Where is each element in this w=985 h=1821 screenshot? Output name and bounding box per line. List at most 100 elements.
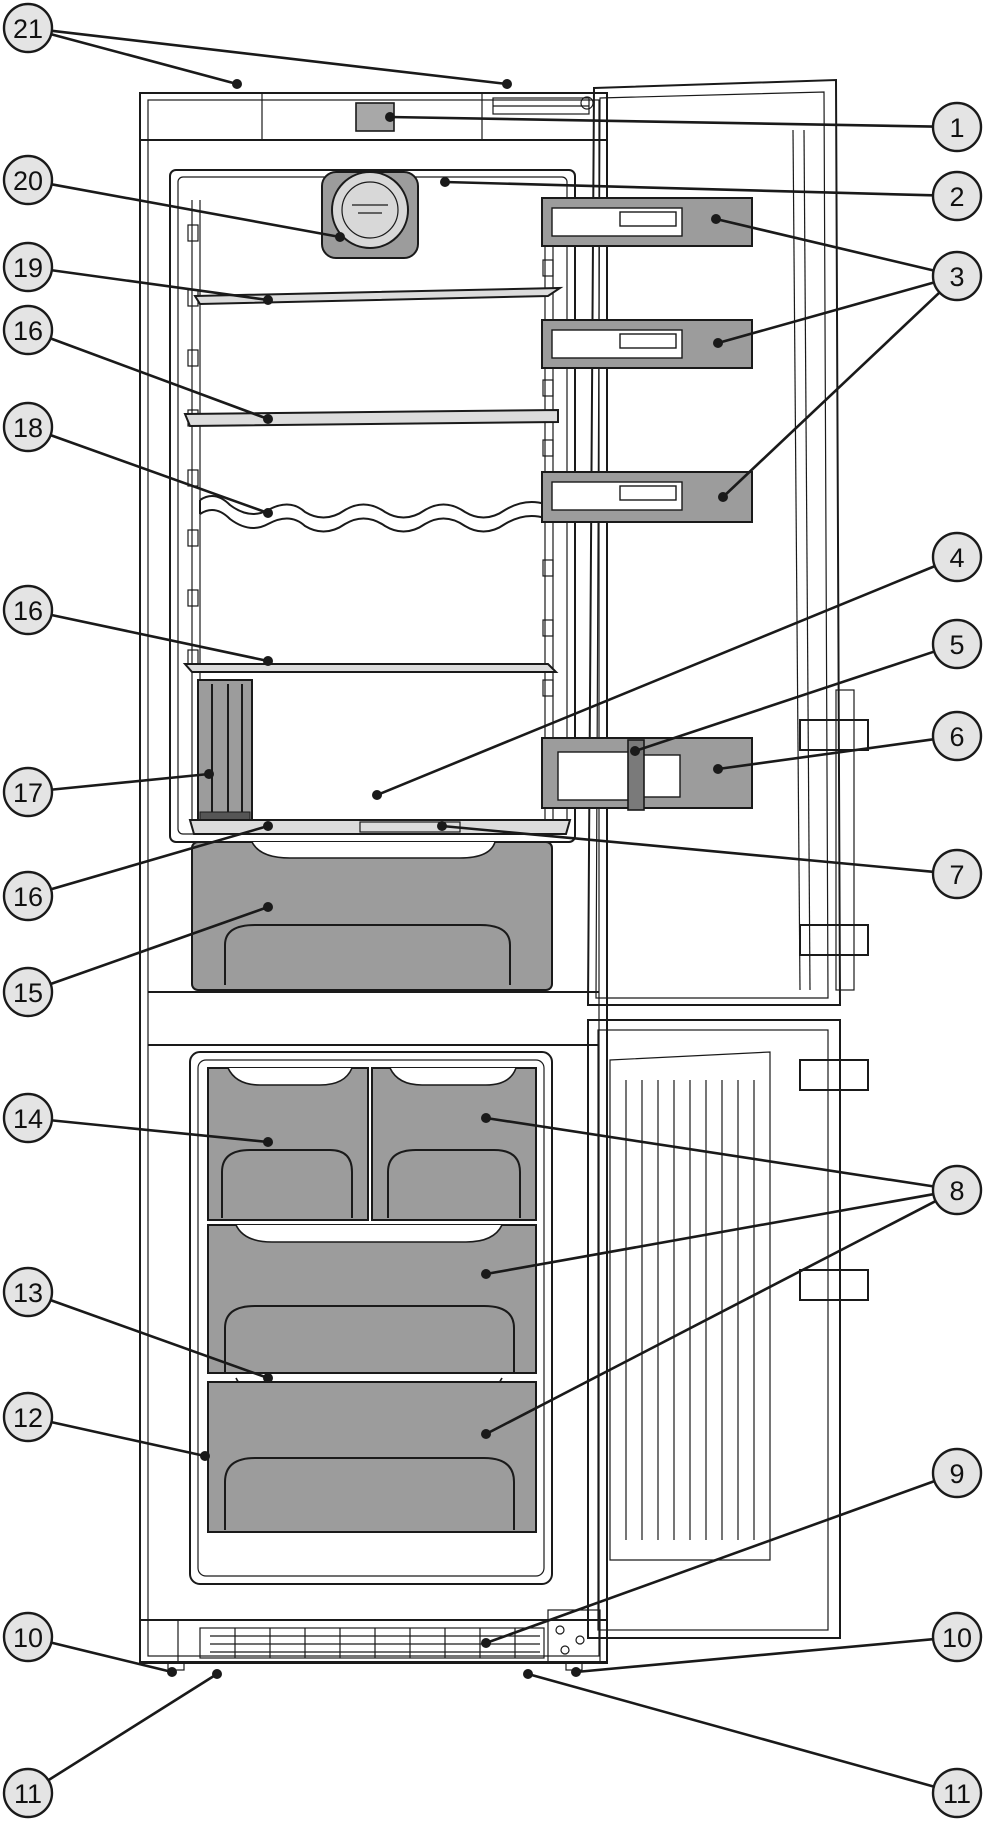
callout-number: 16 — [13, 316, 43, 346]
callout-14: 14 — [2, 1092, 54, 1144]
callout-circle — [2, 1611, 54, 1663]
callout-number: 9 — [949, 1459, 964, 1489]
callout-number: 6 — [949, 722, 964, 752]
leader-dot — [263, 821, 273, 831]
callout-number: 19 — [13, 253, 43, 283]
callout-circle — [2, 154, 54, 206]
callout-circle — [2, 1266, 54, 1318]
callout-number: 12 — [13, 1403, 43, 1433]
storage-box-17 — [197, 679, 253, 823]
callout-2: 2 — [931, 170, 983, 222]
leader-dot — [263, 414, 273, 424]
leader-dot — [263, 295, 273, 305]
leader-line — [389, 115, 934, 128]
callout-number: 11 — [943, 1779, 971, 1809]
leader-dot — [200, 1451, 210, 1461]
callout-19: 19 — [2, 241, 54, 293]
door-balcony-3c — [541, 471, 753, 523]
leader-dot — [232, 79, 242, 89]
callout-circle — [2, 966, 54, 1018]
callout-circle — [2, 1767, 54, 1819]
leader-dot — [630, 746, 640, 756]
leader-line — [717, 281, 935, 345]
leader-dot — [437, 821, 447, 831]
callout-number: 4 — [949, 543, 964, 573]
leader-line — [51, 268, 269, 302]
callout-number: 13 — [13, 1278, 43, 1308]
leader-line — [51, 1420, 206, 1458]
callout-21: 21 — [2, 2, 54, 54]
leader-dot — [372, 790, 382, 800]
leader-line — [485, 1192, 934, 1276]
leader-lines — [47, 29, 941, 1788]
leader-line — [634, 650, 935, 753]
callout-circle — [931, 1767, 983, 1819]
glass-shelf-16-upper — [183, 408, 559, 428]
leader-dot — [263, 1137, 273, 1147]
callout-11: 11 — [931, 1767, 983, 1819]
leader-line — [50, 824, 269, 891]
callout-circle — [931, 848, 983, 900]
callout-number: 11 — [14, 1779, 42, 1809]
leader-line — [51, 613, 269, 663]
bottle-shelf-18 — [199, 495, 546, 533]
callout-circle — [2, 870, 54, 922]
callout-circle — [2, 1092, 54, 1144]
callout-number: 3 — [949, 262, 964, 292]
leader-line — [51, 1641, 173, 1674]
callout-18: 18 — [2, 401, 54, 453]
callout-16: 16 — [2, 584, 54, 636]
callout-15: 15 — [2, 966, 54, 1018]
callout-number: 2 — [949, 182, 964, 212]
callout-number: 21 — [13, 14, 43, 44]
callout-8: 8 — [931, 1164, 983, 1216]
leader-line — [444, 180, 934, 197]
glass-shelf-19 — [193, 286, 564, 306]
callout-3: 3 — [931, 250, 983, 302]
callout-number: 15 — [13, 978, 43, 1008]
freezer-door — [587, 1019, 869, 1639]
callout-number: 10 — [13, 1623, 43, 1653]
leader-dot — [481, 1429, 491, 1439]
leader-line — [441, 824, 934, 874]
callout-circle — [2, 304, 54, 356]
door-balcony-3a — [541, 197, 753, 247]
callout-circle — [931, 618, 983, 670]
callout-10: 10 — [2, 1611, 54, 1663]
leader-dot — [711, 214, 721, 224]
callout-circle — [2, 2, 54, 54]
bottle-balcony-6 — [541, 737, 753, 811]
callout-1: 1 — [931, 101, 983, 153]
leader-line — [715, 217, 934, 272]
leader-line — [50, 337, 269, 421]
door-balcony-3b — [541, 319, 753, 369]
callout-12: 12 — [2, 1391, 54, 1443]
callout-5: 5 — [931, 618, 983, 670]
leader-dot — [385, 112, 395, 122]
leader-line — [50, 32, 238, 86]
callout-10: 10 — [931, 1611, 983, 1663]
leader-dot — [481, 1269, 491, 1279]
leader-line — [485, 1199, 937, 1436]
leader-dot — [204, 769, 214, 779]
callout-circle — [2, 766, 54, 818]
leader-line — [722, 291, 941, 498]
callout-number: 7 — [949, 860, 964, 890]
leader-line — [51, 183, 341, 239]
callout-circle — [931, 170, 983, 222]
callout-number: 16 — [13, 882, 43, 912]
callout-number: 8 — [949, 1176, 964, 1206]
leader-dot — [502, 79, 512, 89]
base-plinth — [139, 1609, 608, 1671]
callout-16: 16 — [2, 304, 54, 356]
freezer-drawer-8-bottom — [207, 1381, 537, 1533]
leader-line — [47, 1672, 218, 1782]
callout-number: 16 — [13, 596, 43, 626]
callout-11: 11 — [2, 1767, 54, 1819]
callout-4: 4 — [931, 531, 983, 583]
leader-dot — [263, 1373, 273, 1383]
leader-dot — [571, 1667, 581, 1677]
callout-circle — [931, 250, 983, 302]
ventilator-fan — [321, 171, 419, 259]
callout-13: 13 — [2, 1266, 54, 1318]
